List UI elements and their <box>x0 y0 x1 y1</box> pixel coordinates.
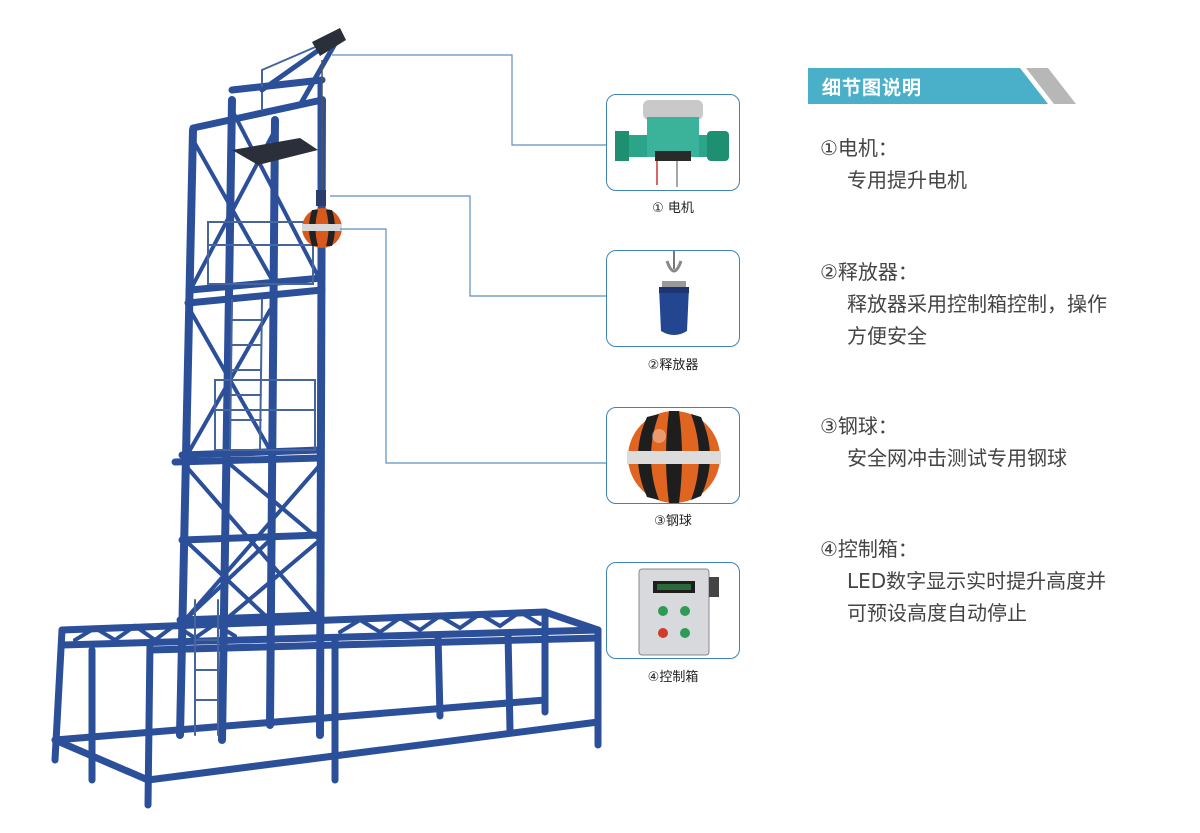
release-device-description: ②释放器： 释放器采用控制箱控制，操作 方便安全 <box>820 256 1107 352</box>
control-box-detail-image <box>606 562 740 659</box>
steel-ball-icon <box>627 411 721 503</box>
steel-ball-heading: ③钢球： <box>820 414 898 438</box>
page-title: 细节图说明 <box>822 77 923 99</box>
release-device-detail-image <box>606 250 740 347</box>
release-device-icon <box>659 251 689 335</box>
control-box-heading: ④控制箱： <box>820 537 918 561</box>
steel-ball-caption: ③钢球 <box>654 514 692 529</box>
control-box-line-2: 可预设高度自动停止 <box>847 601 1027 625</box>
control-box-icon <box>638 568 719 656</box>
release-device-caption: ②释放器 <box>647 358 699 373</box>
steel-ball-on-tower <box>302 208 342 248</box>
motor-caption: ① 电机 <box>652 201 694 216</box>
motor-description: ①电机： 专用提升电机 <box>820 132 967 196</box>
drop-test-tower-illustration <box>51 28 602 809</box>
release-device-line-2: 方便安全 <box>847 324 927 348</box>
control-box-description: ④控制箱： LED数字显示实时提升高度并 可预设高度自动停止 <box>820 533 1106 629</box>
steel-ball-description: ③钢球： 安全网冲击测试专用钢球 <box>820 410 1067 474</box>
steel-ball-line-1: 安全网冲击测试专用钢球 <box>847 446 1067 470</box>
control-box-caption: ④控制箱 <box>647 670 699 685</box>
steel-ball-detail-image <box>606 407 740 504</box>
release-device-heading: ②释放器： <box>820 260 918 284</box>
control-box-line-1: LED数字显示实时提升高度并 <box>847 569 1107 593</box>
motor-detail-image <box>606 94 740 191</box>
motor-icon <box>615 100 729 187</box>
motor-line-1: 专用提升电机 <box>847 168 967 192</box>
header-banner <box>808 68 1076 104</box>
release-device-line-1: 释放器采用控制箱控制，操作 <box>847 292 1107 316</box>
motor-heading: ①电机： <box>820 136 898 160</box>
